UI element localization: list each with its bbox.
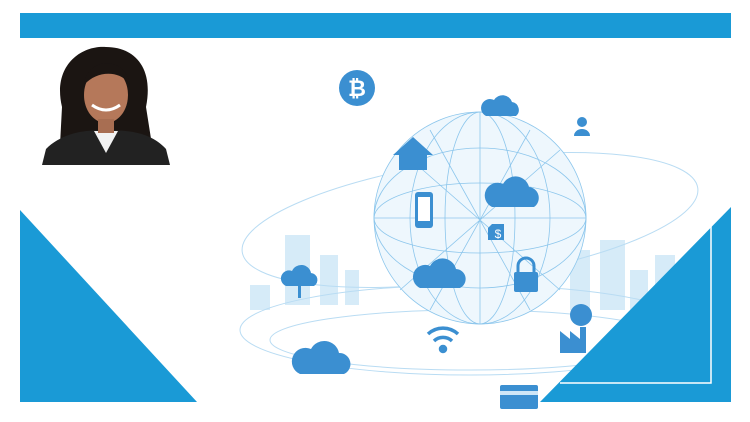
cloud-icon	[484, 176, 539, 207]
factory-icon	[560, 327, 586, 353]
cloud-icon	[291, 340, 351, 374]
cloud-icon	[481, 95, 519, 116]
person-icon	[574, 117, 590, 136]
wifi-icon	[426, 326, 460, 354]
cloud-tree-icon	[280, 264, 318, 298]
credit-card-icon	[500, 385, 538, 409]
iot-network-illustration: ₿ $	[239, 70, 701, 409]
top-banner-bar	[20, 13, 731, 38]
bitcoin-icon: ₿	[339, 70, 375, 106]
instructor-photo	[42, 45, 170, 165]
left-accent-triangle	[20, 210, 197, 402]
smartphone-icon	[415, 192, 433, 228]
svg-text:$: $	[495, 227, 502, 241]
lock-icon	[514, 256, 538, 292]
dollar-tag-icon: $	[488, 224, 504, 241]
home-icon	[393, 137, 433, 170]
svg-text:₿: ₿	[348, 77, 366, 102]
clock-icon	[570, 304, 592, 326]
cloud-icon	[412, 258, 466, 288]
